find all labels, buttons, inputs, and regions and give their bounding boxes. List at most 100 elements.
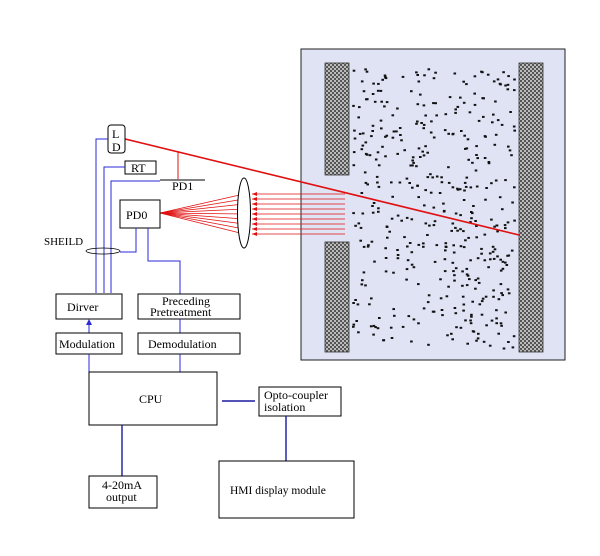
particle: [501, 267, 505, 270]
particle: [463, 181, 467, 184]
particle: [465, 83, 468, 86]
particle: [469, 186, 473, 189]
particle: [381, 78, 384, 81]
particle: [480, 300, 484, 303]
particle: [471, 300, 474, 303]
particle: [426, 301, 430, 304]
particle: [507, 75, 510, 78]
scattered-light-rays: [159, 192, 345, 236]
converging-ray: [159, 198, 245, 214]
particle: [443, 209, 446, 212]
particle: [474, 220, 477, 222]
particle: [483, 233, 487, 236]
particle: [513, 89, 516, 92]
particle: [499, 269, 503, 272]
particle: [506, 88, 510, 91]
particle: [358, 106, 361, 109]
particle: [364, 181, 368, 184]
particle: [473, 75, 477, 78]
particle: [480, 70, 483, 73]
particle: [477, 281, 481, 284]
particle: [372, 324, 376, 327]
particle: [499, 258, 502, 261]
particle: [396, 249, 399, 251]
particle: [497, 298, 501, 301]
particle: [377, 185, 381, 188]
particle: [412, 266, 416, 269]
particle: [453, 307, 457, 309]
particle: [432, 136, 436, 139]
particle: [371, 124, 375, 127]
particle: [432, 224, 436, 227]
particle: [352, 151, 356, 154]
particle: [459, 326, 463, 329]
particle: [424, 114, 427, 117]
particle: [471, 330, 475, 333]
particle: [495, 309, 498, 312]
particle: [355, 320, 358, 322]
particle: [493, 225, 496, 228]
particle: [417, 196, 420, 199]
particle: [452, 270, 455, 273]
particle: [415, 165, 418, 168]
particle: [464, 147, 467, 150]
particle: [405, 278, 408, 281]
particle: [434, 102, 437, 105]
converging-ray: [159, 212, 245, 225]
particle: [504, 261, 507, 264]
particle: [469, 319, 472, 322]
particle: [451, 132, 455, 135]
particle: [477, 332, 480, 335]
particle: [492, 80, 496, 83]
particle: [453, 72, 457, 75]
particle: [462, 80, 465, 83]
particle: [401, 75, 405, 78]
particle: [444, 249, 447, 252]
particle: [409, 164, 412, 167]
particle: [460, 130, 463, 132]
particle: [398, 181, 402, 184]
particle: [362, 245, 366, 248]
particle: [429, 191, 433, 194]
particle: [411, 186, 414, 189]
particle: [403, 149, 406, 152]
particle: [374, 326, 377, 329]
particle: [408, 242, 412, 244]
driver-label: Dirver: [67, 300, 98, 314]
right-window: [518, 62, 544, 353]
particle: [426, 234, 429, 236]
particle: [403, 236, 406, 239]
particle: [410, 340, 413, 343]
particle: [469, 322, 473, 325]
particle: [506, 221, 510, 224]
particle: [494, 100, 497, 103]
particle: [412, 318, 416, 321]
particle: [435, 244, 439, 247]
particle: [507, 341, 510, 343]
particle: [392, 130, 396, 133]
particle: [461, 295, 465, 298]
particle: [388, 230, 391, 233]
particle: [411, 164, 414, 167]
particle: [467, 236, 470, 239]
particle: [352, 325, 355, 328]
particle: [419, 93, 422, 96]
particle: [513, 186, 516, 189]
particle: [451, 261, 455, 264]
particle: [444, 113, 448, 116]
particle: [455, 326, 458, 329]
particle: [371, 205, 374, 207]
particle: [470, 217, 473, 220]
particle: [470, 315, 473, 318]
pd0-box: [119, 199, 161, 229]
converging-ray: [159, 212, 245, 235]
particle: [488, 344, 492, 347]
particle: [359, 226, 363, 229]
particle: [497, 332, 500, 335]
particle: [472, 205, 475, 207]
particle: [405, 268, 409, 271]
particle: [501, 294, 504, 297]
particle: [475, 145, 478, 148]
particle: [498, 196, 502, 199]
